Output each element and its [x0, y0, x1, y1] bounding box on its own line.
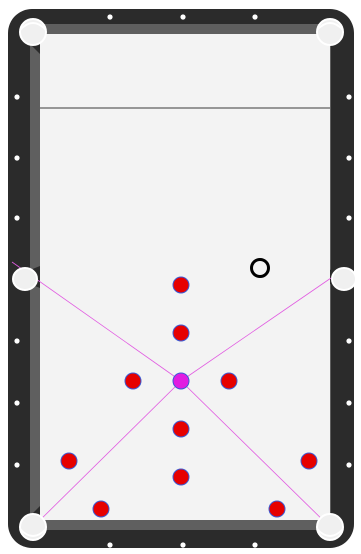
object-ball[interactable] [221, 373, 237, 389]
object-ball[interactable] [173, 421, 189, 437]
diamond-marker [180, 14, 185, 19]
diamond-marker [14, 338, 19, 343]
pocket-bottom-left [20, 514, 46, 540]
diamond-marker [346, 338, 351, 343]
object-ball[interactable] [269, 501, 285, 517]
diamond-marker [252, 542, 257, 547]
object-ball[interactable] [173, 325, 189, 341]
pocket-middle-right [332, 268, 356, 290]
pocket-middle-left [13, 268, 37, 290]
left-lower-cushion [30, 284, 40, 516]
diamond-marker [107, 14, 112, 19]
pocket-top-right [317, 19, 343, 45]
diamond-marker [107, 542, 112, 547]
diamond-marker [252, 14, 257, 19]
object-ball[interactable] [93, 501, 109, 517]
diamond-marker [346, 94, 351, 99]
diamond-marker [346, 400, 351, 405]
top-cushion [34, 24, 331, 34]
bottom-cushion [34, 520, 331, 530]
diamond-marker [346, 155, 351, 160]
object-ball[interactable] [61, 453, 77, 469]
left-upper-cushion [30, 44, 40, 270]
diamond-marker [14, 400, 19, 405]
diamond-marker [346, 462, 351, 467]
diamond-marker [14, 462, 19, 467]
object-ball[interactable] [173, 469, 189, 485]
object-ball[interactable] [301, 453, 317, 469]
diamond-marker [14, 155, 19, 160]
pocket-hole [13, 268, 37, 290]
diamond-marker [14, 215, 19, 220]
diamond-marker [180, 542, 185, 547]
table-felt[interactable] [40, 34, 330, 520]
pocket-hole [332, 268, 356, 290]
pocket-bottom-right [317, 514, 343, 540]
object-ball[interactable] [173, 277, 189, 293]
pocket-top-left [20, 19, 46, 45]
center-ball[interactable] [173, 373, 189, 389]
diamond-marker [346, 215, 351, 220]
object-ball[interactable] [125, 373, 141, 389]
diamond-marker [14, 94, 19, 99]
